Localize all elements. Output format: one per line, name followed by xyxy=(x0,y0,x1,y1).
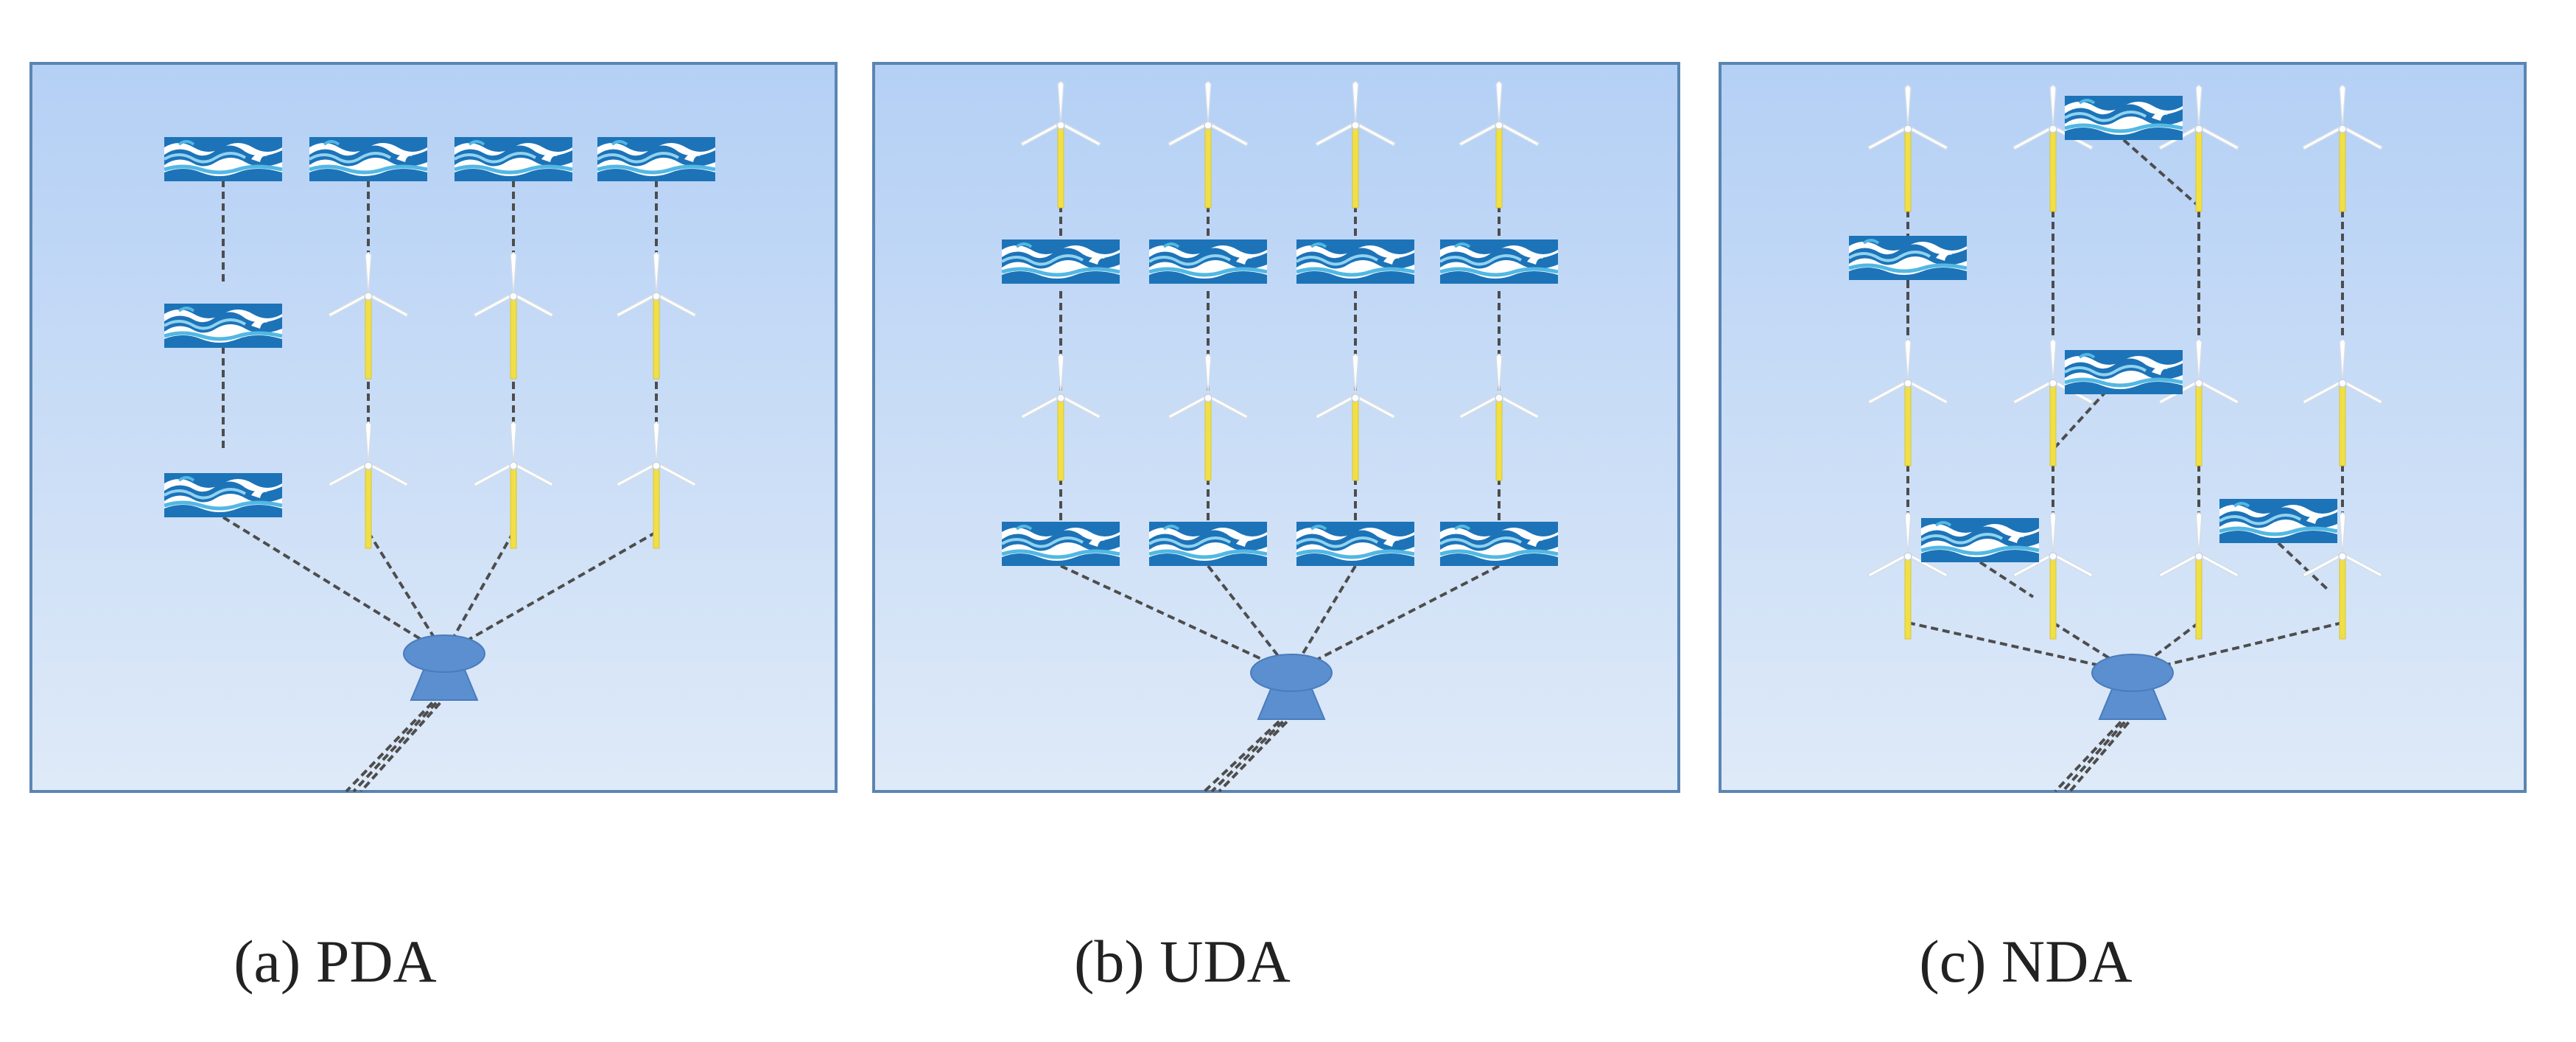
panel-c-nda xyxy=(1719,62,2527,793)
cable-line xyxy=(1979,561,2035,598)
wave-energy-converter-icon xyxy=(2219,499,2337,543)
cable-line xyxy=(2054,712,2130,793)
wave-energy-converter-icon xyxy=(1849,236,1967,280)
cable-line xyxy=(1203,712,1289,793)
cable-line xyxy=(1218,712,1296,793)
cable-line xyxy=(345,693,442,793)
wave-energy-converter-icon xyxy=(1296,522,1414,566)
cable-line xyxy=(352,693,446,793)
cable-line xyxy=(2061,712,2134,793)
wave-energy-converter-icon xyxy=(164,137,282,181)
cable-line xyxy=(2052,621,2134,674)
wave-energy-converter-icon xyxy=(1440,239,1558,284)
caption-panel-c: (c) NDA xyxy=(1919,928,2133,995)
cable-line xyxy=(1060,564,1292,674)
cable-network xyxy=(1906,139,2344,793)
wave-energy-converter-icon xyxy=(1440,522,1558,566)
cable-line xyxy=(2131,621,2200,674)
cable-line xyxy=(1907,621,2133,674)
wave-energy-converter-icon xyxy=(309,137,427,181)
cable-line xyxy=(443,531,657,655)
wave-energy-converter-icon xyxy=(2065,350,2183,394)
cable-line xyxy=(367,531,446,655)
wave-energy-converter-icon xyxy=(1002,522,1120,566)
cable-line xyxy=(1290,564,1357,674)
cable-line xyxy=(2052,389,2108,451)
wave-energy-converter-icon xyxy=(1002,239,1120,284)
wave-energy-converter-icon xyxy=(1921,518,2039,562)
cable-line xyxy=(2068,712,2138,793)
cable-line xyxy=(1291,564,1500,674)
wave-energy-converter-icon xyxy=(1296,239,1414,284)
panel-b-uda xyxy=(872,62,1680,793)
wave-energy-converter-icon xyxy=(164,304,282,348)
wave-energy-converter-icon xyxy=(1149,239,1267,284)
wave-energy-converter-icon xyxy=(164,473,282,517)
wave-energy-converter-icon xyxy=(597,137,715,181)
caption-panel-a: (a) PDA xyxy=(234,928,437,995)
wave-energy-converter-icon xyxy=(2065,96,2183,140)
cable-line xyxy=(2122,139,2200,208)
cable-line xyxy=(359,693,449,793)
wave-energy-converter-icon xyxy=(455,137,572,181)
wave-energy-converter-icon xyxy=(1149,522,1267,566)
cable-line xyxy=(1210,712,1293,793)
cable-line xyxy=(222,516,446,655)
panel-a-pda xyxy=(29,62,838,793)
caption-panel-b: (b) UDA xyxy=(1074,928,1291,995)
